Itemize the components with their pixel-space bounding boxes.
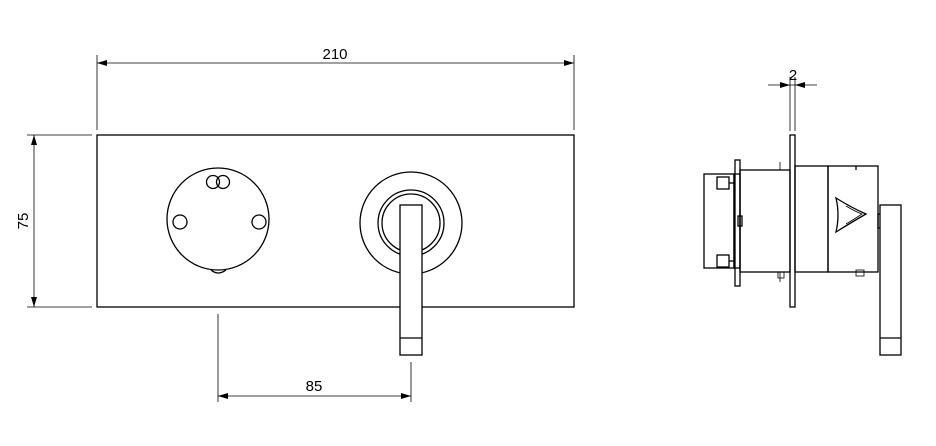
dimension-label-plate-thickness: 2 <box>789 67 797 84</box>
side-cartridge <box>739 162 791 282</box>
dimension-plate-thickness: 2 <box>768 67 817 131</box>
diverter-knob <box>166 167 270 274</box>
side-plate <box>789 134 796 308</box>
front-plate <box>96 134 575 308</box>
dimension-label-center-distance: 85 <box>306 378 323 395</box>
front-view: 210 75 85 <box>15 46 575 402</box>
dimension-overall-height: 75 <box>15 134 92 308</box>
side-front-cover <box>794 165 879 277</box>
dimension-label-width: 210 <box>322 46 347 63</box>
dimension-center-distance: 85 <box>217 314 412 402</box>
dimension-label-height: 75 <box>15 213 32 230</box>
dimension-overall-width: 210 <box>96 46 575 130</box>
side-view: 2 <box>703 67 902 356</box>
side-lever <box>877 204 902 356</box>
mixer-lever <box>399 204 423 356</box>
side-rear-body <box>703 159 743 287</box>
